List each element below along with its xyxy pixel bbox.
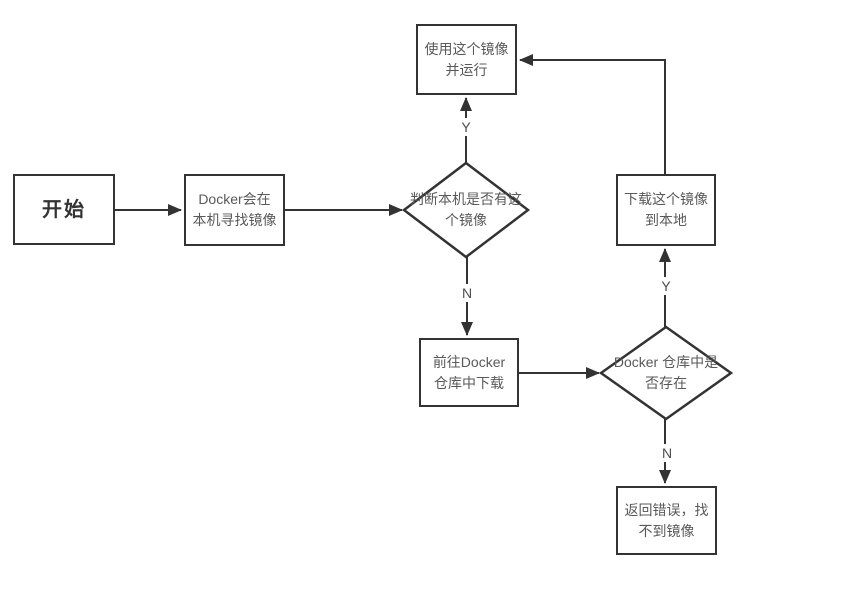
decision-repo-exists-label: Docker 仓库中是 否存在 [613, 354, 719, 391]
decision-has-local-image: 判断本机是否有这 个镜像 [401, 161, 531, 259]
node-find-local-image: Docker会在 本机寻找镜像 [184, 174, 285, 246]
node-goto-repo-download-label: 前往Docker 仓库中下载 [432, 353, 506, 391]
node-find-local-image-label: Docker会在 本机寻找镜像 [192, 191, 277, 228]
edge-label-has-image-yes: Y [458, 118, 474, 136]
diamond-shape [401, 161, 531, 259]
node-use-and-run-label: 使用这个镜像 并运行 [424, 40, 509, 78]
node-return-error-label: 返回错误，找 不到镜像 [624, 501, 709, 539]
node-download-to-local-label: 下载这个镜像 到本地 [624, 191, 708, 228]
edge-label-has-image-no: N [458, 284, 476, 302]
node-download-to-local: 下载这个镜像 到本地 [616, 174, 716, 246]
decision-has-local-image-label: 判断本机是否有这 个镜像 [410, 191, 522, 228]
decision-repo-exists: Docker 仓库中是 否存在 [598, 325, 734, 421]
edge-label-repo-exists-yes: Y [658, 277, 674, 295]
node-start-label: 开始 [42, 198, 86, 221]
node-return-error: 返回错误，找 不到镜像 [616, 486, 717, 555]
edge-download-to-use-run [519, 54, 666, 174]
diamond-shape [598, 325, 734, 421]
node-use-and-run: 使用这个镜像 并运行 [416, 24, 517, 95]
edge-label-repo-exists-no: N [658, 444, 676, 462]
node-goto-repo-download: 前往Docker 仓库中下载 [419, 338, 519, 407]
node-start: 开始 [13, 174, 115, 245]
